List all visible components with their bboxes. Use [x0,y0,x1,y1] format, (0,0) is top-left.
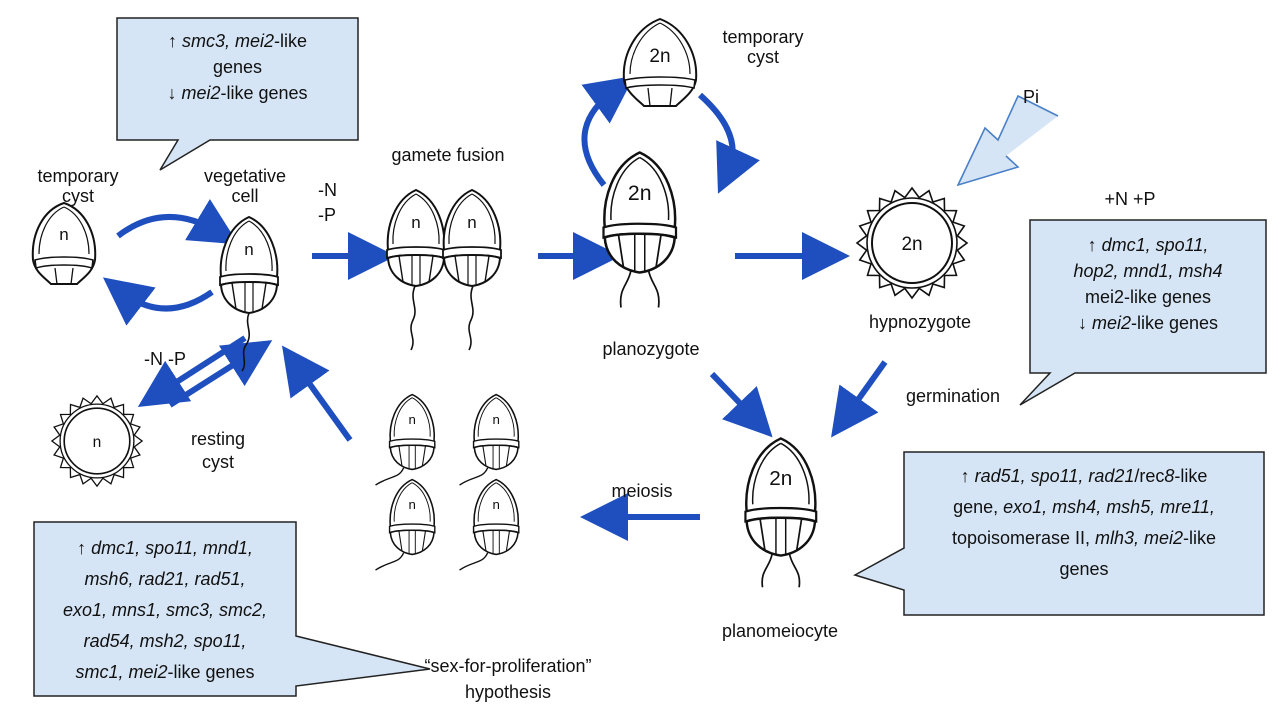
temporary-cyst-left-cell: n [31,201,97,285]
hypnozygote-cyst: 2n [856,187,968,299]
callout-line: msh6, rad21, rad51, [84,569,246,589]
ploidy-label: 2n [628,181,652,205]
hypothesis-label-1: “sex-for-proliferation” [424,656,591,676]
meiosis-label: meiosis [611,481,672,501]
ploidy-label: n [59,225,68,244]
gamete-right-cell: n [442,189,502,351]
ploidy-label: n [408,497,415,512]
ploidy-label: 2n [769,467,792,490]
callout-line: hop2, mnd1, msh4 [1073,261,1223,281]
callout-right-box [1019,219,1267,406]
temporary-cyst-top-label-1: temporary [722,27,803,47]
meiotic-product-4: n [459,478,520,571]
arrow-resting-to-vegetative [168,340,273,408]
hypnozygote-label: hypnozygote [869,312,971,332]
callout-bottom-right-text: ↑ rad51, spo11, rad21/rec8-like gene, ex… [904,461,1264,585]
arrow-tempcyst-to-planozygote [698,92,760,194]
ploidy-label: n [492,412,499,427]
vegetative-cell-label-1: vegetative [204,166,286,186]
callout-bottom-right-box [853,451,1265,616]
callout-line: genes [212,57,263,77]
vegetative-cell: n [219,216,279,372]
pi-label: Pi [1023,87,1039,107]
callout-line: smc1, mei2-like genes [75,662,255,682]
ploidy-label: 2n [649,46,670,67]
flow-arrows [102,75,888,541]
arrow-temp-to-vegetative [116,199,239,245]
callout-line: ↑ rad51, spo11, rad21/rec8-like [960,466,1208,486]
planomeiocyte-label: planomeiocyte [722,621,838,641]
nutrient-limit-n-label: -N [318,180,337,200]
ploidy-label: n [411,213,420,232]
temporary-cyst-top-label-2: cyst [747,47,779,67]
arrow-planozygote-to-planomeiocyte [709,371,773,438]
hypothesis-label-2: hypothesis [465,682,551,702]
ploidy-label: n [492,497,499,512]
resting-cyst: n [51,395,143,487]
temporary-cyst-top-cell: 2n [622,17,698,107]
callout-line: ↑ dmc1, spo11, mnd1, [77,538,253,558]
callout-line: exo1, mns1, smc3, smc2, [62,600,268,620]
planozygote-cell: 2n [602,151,678,308]
callout-line: ↓ mei2-like genes [167,83,308,103]
nutrient-limit-p-label: -P [318,205,336,225]
ploidy-label: 2n [901,234,922,255]
meiotic-product-2: n [459,393,520,486]
meiotic-product-1: n [375,393,436,486]
callout-line: ↓ mei2-like genes [1077,313,1219,333]
ploidy-label: n [93,434,102,451]
ploidy-label: n [408,412,415,427]
vegetative-cell-label-2: cell [231,186,258,206]
planozygote-label: planozygote [602,339,699,359]
nutrient-replete-label: +N +P [1104,189,1155,209]
pi-arrow [956,94,1059,187]
callout-bottom-left-box [33,521,431,697]
callout-line: gene, exo1, msh4, msh5, mre11, [953,497,1215,517]
resting-cyst-label-1: resting [191,429,245,449]
nutrient-limit-left-label: -N -P [144,349,186,369]
gamete-left-cell: n [386,189,446,351]
callout-line: topoisomerase II, mlh3, mei2-like [951,528,1217,548]
arrow-hypnozygote-to-planomeiocyte [831,360,888,438]
callout-line: mei2-like genes [1084,287,1212,307]
arrow-meiosis-to-vegetative [281,345,353,442]
callout-line: rad54, msh2, spo11, [83,631,247,651]
temporary-cyst-left-label-2: cyst [62,186,94,206]
callout-bottom-left-text: ↑ dmc1, spo11, mnd1, msh6, rad21, rad51,… [34,533,296,688]
callout-top-left-text: ↑ smc3, mei2-like genes ↓ mei2-like gene… [117,28,358,106]
germination-label: germination [906,386,1000,406]
meiotic-product-3: n [375,478,436,571]
ploidy-label: n [467,213,476,232]
resting-cyst-label-2: cyst [202,452,234,472]
ploidy-label: n [244,240,253,259]
arrow-planozygote-to-tempcyst [581,75,635,187]
callout-line: ↑ smc3, mei2-like [167,31,308,51]
callout-line: ↑ dmc1, spo11, [1087,235,1209,255]
planomeiocyte-cell: 2n [744,437,818,588]
gamete-fusion-label: gamete fusion [391,145,504,165]
callout-line: genes [1059,559,1109,579]
arrow-vegetative-to-temp [102,277,214,326]
callout-right-text: ↑ dmc1, spo11, hop2, mnd1, msh4 mei2-lik… [1030,232,1266,336]
callout-top-left-box [116,17,359,171]
temporary-cyst-left-label-1: temporary [37,166,118,186]
